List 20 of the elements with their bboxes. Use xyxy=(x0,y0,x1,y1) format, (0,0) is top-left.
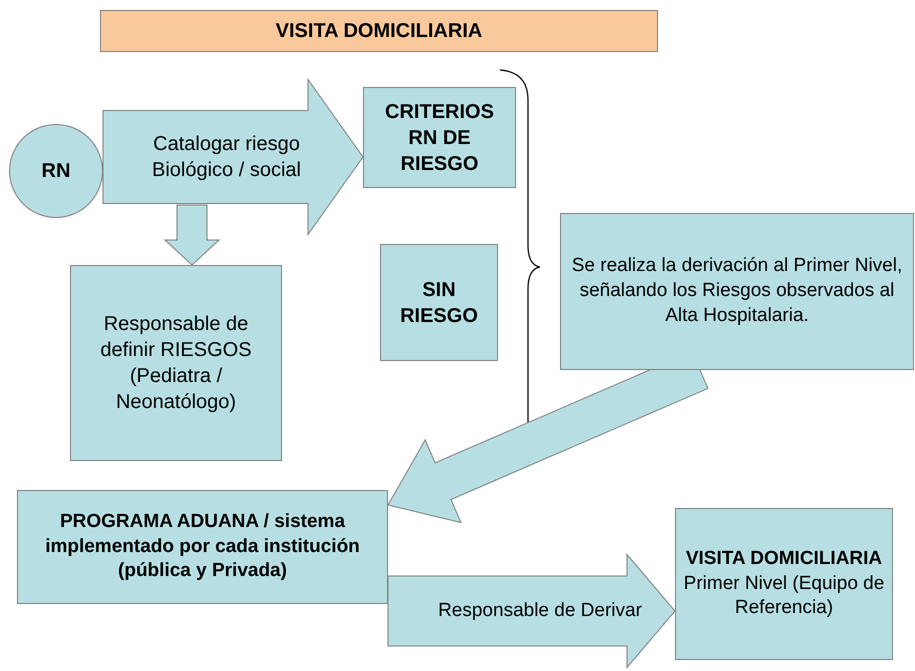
process-box xyxy=(380,244,498,361)
block-arrow xyxy=(388,553,676,669)
edge-label: Catalogar riesgo Biológico / social xyxy=(151,132,302,183)
node-text: CRITERIOS RN DE RIESGO xyxy=(384,100,495,176)
process-box xyxy=(560,213,914,370)
process-box xyxy=(675,508,893,660)
process-box xyxy=(17,490,388,604)
block-arrow xyxy=(102,78,364,236)
node-text: VISITA DOMICILIARIA xyxy=(686,546,882,571)
process-box xyxy=(70,265,282,461)
node-text: RN xyxy=(42,159,70,184)
node-text: Responsable de definir RIESGOS (Pediatra / Neonatólogo) xyxy=(99,312,253,415)
node-text: Se realiza la derivación al Primer Nivel, señalando los Riesgos observados al Alta Hospitalaria. xyxy=(570,254,904,328)
edge-label: Responsable de Derivar xyxy=(437,598,643,623)
title-banner: VISITA DOMICILIARIA xyxy=(100,10,658,52)
node-text: SIN RIESGO xyxy=(399,278,479,328)
block-arrow xyxy=(164,204,220,266)
node-text: Primer Nivel (Equipo de Referencia) xyxy=(682,572,886,620)
process-box xyxy=(363,87,516,188)
node-text: PROGRAMA ADUANA / sistema implementado por cada institución (pública y Privada) xyxy=(44,510,361,584)
